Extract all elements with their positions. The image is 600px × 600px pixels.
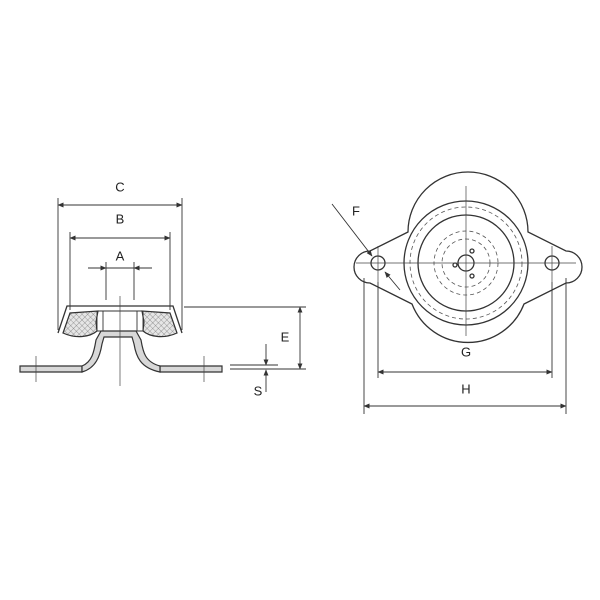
side-view	[19, 296, 223, 386]
dim-h-label: H	[461, 381, 470, 396]
bolt-hole-left	[452, 262, 458, 268]
dim-g-label: G	[461, 344, 471, 359]
dim-b-label: B	[116, 211, 125, 226]
metal-shell	[81, 330, 161, 373]
dim-f-label: F	[352, 203, 360, 218]
base-plate	[19, 365, 83, 373]
bolt-hole-top	[469, 248, 475, 254]
rubber-left	[62, 310, 99, 338]
rubber-right	[141, 310, 178, 338]
top-dimensions: F G H	[331, 203, 567, 414]
dim-e-label: E	[281, 329, 290, 344]
dim-s-label: S	[254, 383, 263, 398]
dim-a-label: A	[116, 248, 125, 263]
bolt-hole-right	[469, 273, 475, 279]
dim-c-label: C	[115, 179, 124, 194]
dim-f-leader	[331, 203, 373, 257]
side-dimensions: C B A E S	[57, 179, 306, 398]
base-plate-right	[159, 365, 223, 373]
top-view	[353, 171, 583, 344]
dim-f-leader-2	[384, 271, 401, 291]
